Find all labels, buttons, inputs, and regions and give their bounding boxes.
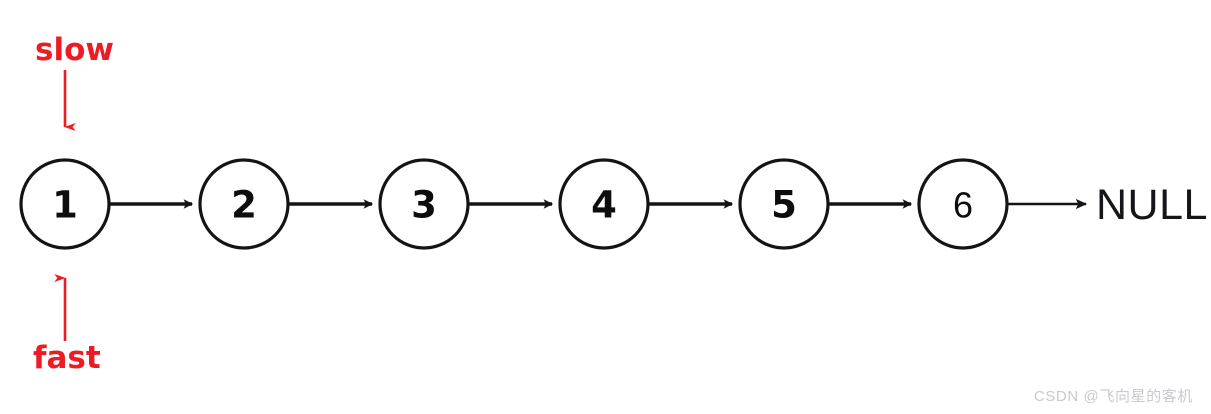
node-4-label: 4 [591, 184, 617, 227]
pointer-fast: fast [33, 274, 101, 376]
node-3-label: 3 [411, 184, 437, 227]
node-2-circle [198, 158, 290, 250]
node-4-circle [558, 158, 650, 250]
node-3-circle [378, 158, 470, 250]
node-3[interactable]: 3 [378, 158, 470, 250]
node-1-label: 1 [52, 184, 78, 227]
node-4[interactable]: 4 [558, 158, 650, 250]
pointer-fast-label: fast [33, 340, 101, 376]
node-1[interactable]: 1 [19, 158, 111, 250]
node-5-circle [738, 158, 830, 250]
pointer-slow: slow [35, 32, 114, 131]
node-5-label: 5 [771, 184, 797, 227]
node-2-label: 2 [231, 184, 257, 227]
node-5[interactable]: 5 [738, 158, 830, 250]
node-6-label: 6 [953, 185, 973, 226]
node-1-circle [19, 158, 111, 250]
node-6-circle [917, 158, 1009, 250]
node-2[interactable]: 2 [198, 158, 290, 250]
null-terminator-label: NULL [1096, 181, 1208, 229]
csdn-watermark: CSDN @飞向星的客机 [1033, 388, 1193, 405]
pointer-slow-label: slow [35, 32, 114, 68]
node-6[interactable]: 6 [917, 158, 1009, 250]
